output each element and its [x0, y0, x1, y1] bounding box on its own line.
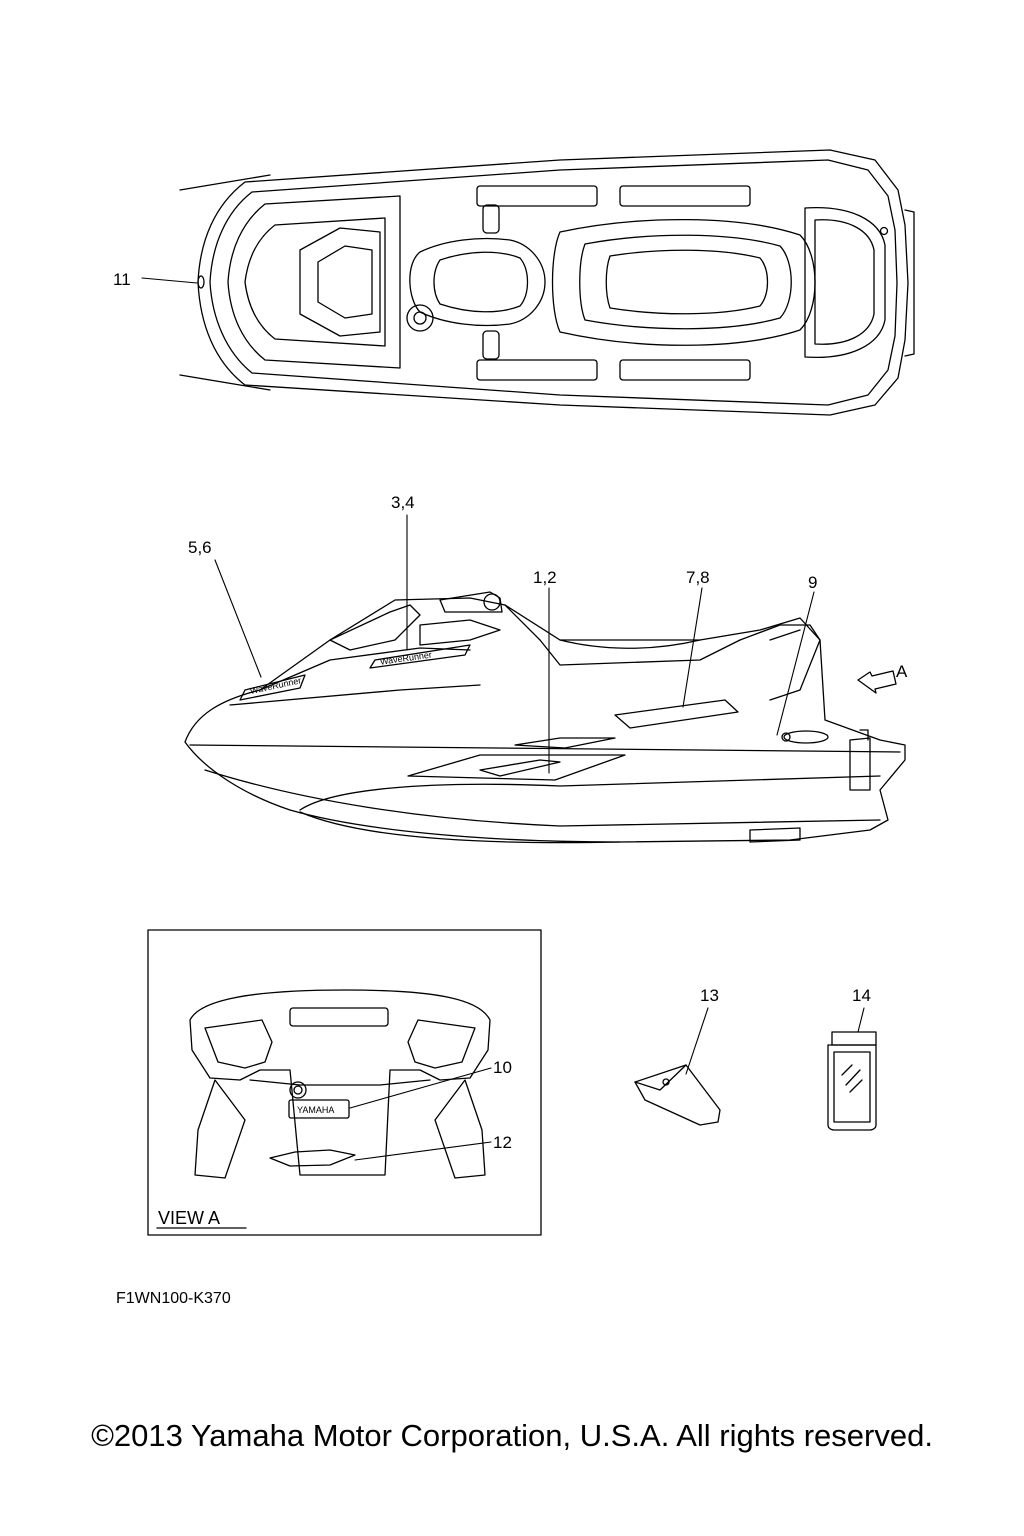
part-13-pouch	[634, 1064, 721, 1126]
rear-view-watercraft	[189, 989, 491, 1179]
callout-14: 14	[852, 986, 871, 1005]
callout-9: 9	[808, 573, 817, 592]
top-view-watercraft	[179, 149, 915, 416]
callout-5-6: 5,6	[188, 538, 212, 557]
callout-11: 11	[113, 270, 131, 289]
leader-14	[857, 1007, 865, 1033]
leader-13	[685, 1007, 709, 1075]
leader-lines	[141, 277, 815, 774]
side-view-watercraft: WaveRunner WaveRunner	[184, 591, 906, 844]
part-code: F1WN100-K370	[116, 1290, 231, 1307]
callout-10: 10	[493, 1058, 512, 1077]
copyright-notice: ©2013 Yamaha Motor Corporation, U.S.A. A…	[91, 1418, 933, 1453]
callout-3-4: 3,4	[391, 493, 415, 512]
callout-a: A	[896, 662, 908, 681]
view-a-frame	[147, 929, 542, 1236]
yamaha-decal-text: YAMAHA	[297, 1105, 334, 1115]
callout-7-8: 7,8	[686, 568, 710, 587]
view-a-leaders	[349, 1067, 492, 1161]
callout-13: 13	[700, 986, 719, 1005]
view-a-label: VIEW A	[158, 1208, 220, 1228]
callout-1-2: 1,2	[533, 568, 557, 587]
part-14-bag	[827, 1031, 877, 1131]
callout-12: 12	[493, 1133, 512, 1152]
view-a-arrow	[857, 670, 897, 694]
